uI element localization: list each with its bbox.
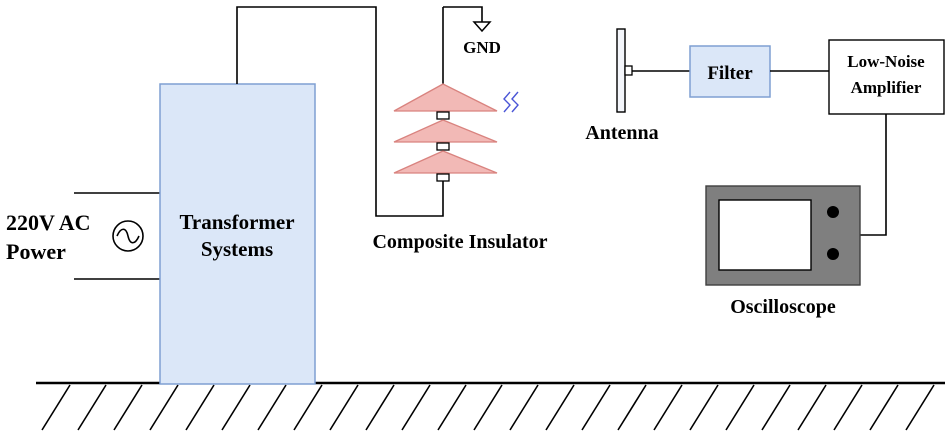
- power-label-line1: 220V AC: [6, 210, 91, 235]
- transformer-label-line1: Transformer: [179, 210, 294, 234]
- hatch-line: [833, 384, 863, 431]
- hatch-line: [257, 384, 287, 431]
- composite-insulator: Composite Insulator: [372, 7, 548, 253]
- hatch-line: [293, 384, 323, 431]
- hatch-line: [509, 384, 539, 431]
- lna-label-line1: Low-Noise: [847, 52, 925, 71]
- hatch-line: [41, 384, 71, 431]
- transformer-label-line2: Systems: [201, 237, 273, 261]
- ground: [36, 381, 945, 431]
- filter-block: Filter: [689, 45, 771, 98]
- antenna-element-icon: [616, 28, 626, 113]
- gnd-label: GND: [463, 38, 501, 57]
- hatch-line: [185, 384, 215, 431]
- insulator-shed-1: [393, 83, 498, 112]
- hatch-line: [689, 384, 719, 431]
- hatch-line: [761, 384, 791, 431]
- hatch-line: [869, 384, 899, 431]
- transformer-box: [159, 83, 316, 385]
- sine-wave-icon: [116, 228, 140, 244]
- hatch-line: [329, 384, 359, 431]
- oscilloscope-knob-icon: [827, 248, 839, 260]
- hatch-line: [725, 384, 755, 431]
- antenna: Antenna: [585, 28, 659, 144]
- hatch-line: [149, 384, 179, 431]
- hatch-line: [473, 384, 503, 431]
- filter-box: [689, 45, 771, 98]
- oscilloscope-screen: [718, 199, 812, 271]
- hv-connection-wire: [236, 6, 444, 217]
- ac-power-source: 220V AC Power: [6, 192, 160, 280]
- hatch-line: [545, 384, 575, 431]
- hatch-line: [581, 384, 611, 431]
- partial-discharge-icon: [503, 91, 519, 113]
- hatch-line: [905, 384, 935, 431]
- oscilloscope-knob-icon: [827, 206, 839, 218]
- lna-label-line2: Amplifier: [851, 78, 922, 97]
- ground-symbol-icon: [472, 21, 492, 33]
- lna-block: Low-Noise Amplifier: [828, 39, 945, 115]
- insulator-fitting-3: [436, 173, 450, 182]
- lna-scope-wire: [860, 114, 887, 236]
- filter-label: Filter: [707, 63, 753, 84]
- insulator-shed-2: [393, 119, 498, 143]
- hatch-line: [617, 384, 647, 431]
- ground-terminal: GND: [443, 6, 501, 57]
- ground-hatching: [41, 384, 935, 431]
- insulator-label: Composite Insulator: [372, 231, 547, 253]
- hatch-line: [113, 384, 143, 431]
- hatch-line: [437, 384, 467, 431]
- insulator-fitting-1: [436, 111, 450, 120]
- oscilloscope: Oscilloscope: [705, 185, 861, 318]
- transformer-system: Transformer Systems: [159, 83, 316, 385]
- hatch-line: [77, 384, 107, 431]
- gnd-wire: [443, 6, 483, 22]
- hatch-line: [365, 384, 395, 431]
- antenna-connector-icon: [624, 65, 633, 76]
- power-label-line2: Power: [6, 239, 66, 264]
- hatch-line: [797, 384, 827, 431]
- hatch-line: [221, 384, 251, 431]
- hatch-line: [653, 384, 683, 431]
- lna-box: [828, 39, 945, 115]
- oscilloscope-label: Oscilloscope: [730, 296, 836, 318]
- insulator-fitting-2: [436, 142, 450, 151]
- antenna-label: Antenna: [585, 122, 658, 144]
- hatch-line: [401, 384, 431, 431]
- insulator-shed-3: [393, 150, 498, 174]
